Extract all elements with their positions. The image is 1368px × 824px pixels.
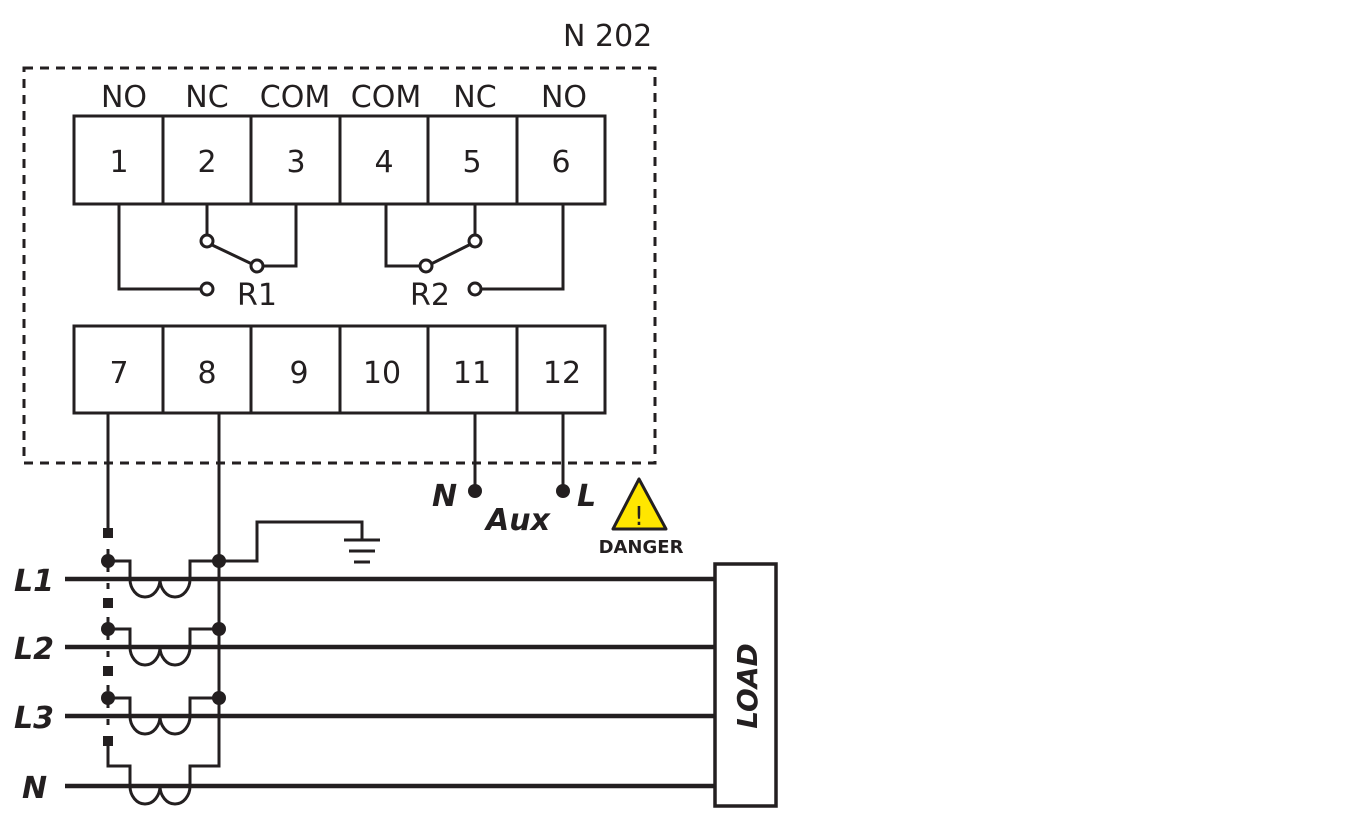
terminal-header-3: COM — [260, 80, 330, 115]
load-box: LOAD — [713, 562, 778, 808]
terminal-header-1: NO — [101, 80, 147, 115]
aux-supply: N Aux L — [432, 413, 596, 538]
relay-r2-label: R2 — [410, 278, 450, 313]
terminal-11: 11 — [453, 356, 491, 391]
aux-label: Aux — [484, 503, 552, 538]
terminal-2: 2 — [197, 145, 216, 180]
relay-r2-contact: R2 — [384, 204, 565, 313]
relay-terminal-headers: NO NC COM COM NC NO — [101, 80, 587, 115]
line-label-l3: L3 — [14, 701, 54, 736]
line-label-n: N — [22, 771, 47, 806]
terminal-12: 12 — [543, 356, 581, 391]
power-lines: L1 L2 L3 N — [14, 564, 715, 806]
terminal-7: 7 — [109, 356, 128, 391]
warning-triangle-icon — [611, 477, 668, 531]
aux-l-label: L — [577, 479, 596, 514]
line-label-l1: L1 — [14, 564, 54, 599]
danger-label: DANGER — [599, 537, 684, 558]
current-transformer-l3 — [101, 691, 226, 736]
terminal-8: 8 — [197, 356, 216, 391]
terminal-3: 3 — [286, 145, 305, 180]
terminal-header-6: NO — [541, 80, 587, 115]
line-label-l2: L2 — [14, 632, 54, 667]
terminal-header-2: NC — [185, 80, 228, 115]
terminal-header-4: COM — [351, 80, 421, 115]
terminal-4: 4 — [374, 145, 393, 180]
current-transformer-l1 — [101, 554, 226, 599]
terminal-5: 5 — [462, 145, 481, 180]
terminal-6: 6 — [551, 145, 570, 180]
terminal-1: 1 — [109, 145, 128, 180]
load-label: LOAD — [731, 643, 764, 729]
current-transformer-l2 — [101, 622, 226, 667]
relay-r1-label: R1 — [237, 278, 277, 313]
terminal-9: 9 — [289, 356, 308, 391]
ground-icon — [219, 520, 380, 564]
relay-terminal-block: 1 2 3 4 5 6 — [72, 114, 607, 206]
warning-exclamation-icon: ! — [634, 502, 644, 532]
module-title: N 202 — [563, 19, 652, 54]
terminal-header-5: NC — [453, 80, 496, 115]
danger-sign: ! DANGER — [599, 477, 684, 558]
relay-r1-contact: R1 — [117, 204, 298, 313]
terminal-10: 10 — [363, 356, 401, 391]
aux-n-label: N — [432, 479, 457, 514]
bottom-terminal-block: 7 8 9 10 11 12 — [72, 324, 607, 415]
